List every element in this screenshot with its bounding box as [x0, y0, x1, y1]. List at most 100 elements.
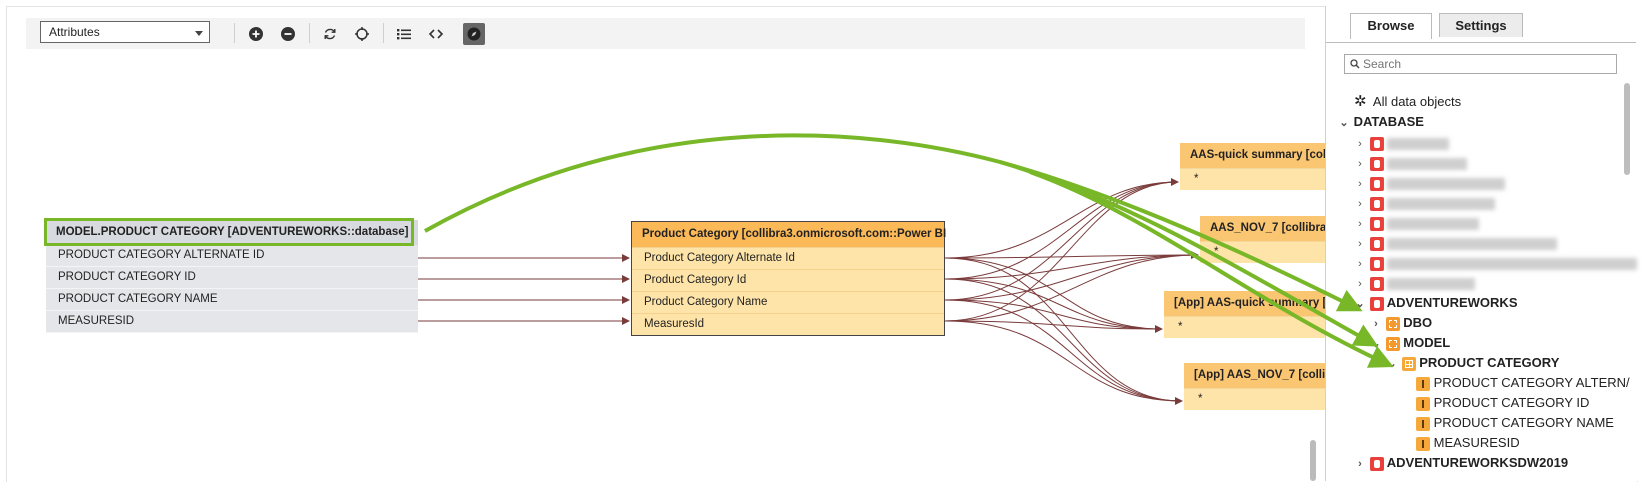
middle-node[interactable]: Product Category [collibra3.onmicrosoft.… [631, 221, 946, 336]
zoom-out-button[interactable] [277, 23, 299, 45]
target-node-row[interactable]: * [1164, 316, 1325, 338]
tree-item-db[interactable]: › [1354, 273, 1476, 293]
middle-node-row[interactable]: MeasuresId [632, 313, 944, 335]
tab-divider [1326, 42, 1636, 43]
target-node-title[interactable]: [App] AAS_NOV_7 [collibr [1184, 363, 1337, 388]
tree-item-product-category[interactable]: ⌄ PRODUCT CATEGORY [1386, 353, 1559, 373]
tree-item-db[interactable]: › [1354, 153, 1468, 173]
tree-item-db[interactable]: › [1354, 253, 1638, 273]
middle-node-row[interactable]: Product Category Name [632, 291, 944, 313]
target-node-title[interactable]: [App] AAS-quick summary [c [1164, 291, 1333, 316]
tree-item-adventureworks[interactable]: ⌄ ADVENTUREWORKS [1354, 293, 1518, 313]
source-node-row[interactable]: PRODUCT CATEGORY ID [46, 267, 418, 289]
tree-item-db[interactable]: › [1354, 193, 1496, 213]
chevron-down-icon [195, 31, 203, 36]
chevron-down-icon[interactable]: ⌄ [1355, 298, 1365, 310]
middle-node-row[interactable]: Product Category Id [632, 269, 944, 291]
lineage-canvas[interactable]: MODEL.PRODUCT CATEGORY [ADVENTUREWORKS::… [0, 0, 1337, 481]
source-node-row[interactable]: PRODUCT CATEGORY ALTERNATE ID [46, 245, 418, 267]
search-input[interactable] [1363, 57, 1608, 71]
tree-item-column[interactable]: PRODUCT CATEGORY ID [1416, 393, 1589, 413]
tree-item-all-objects[interactable]: ✲ All data objects [1354, 92, 1461, 112]
chevron-down-icon[interactable]: ⌄ [1371, 338, 1381, 350]
tree-item-label: DBO [1403, 315, 1433, 330]
tree-item-label: All data objects [1372, 94, 1462, 109]
zoom-in-icon [249, 27, 263, 41]
target-node[interactable]: AAS_NOV_7 [collibra3 * [1200, 216, 1333, 263]
edge [944, 320, 1183, 402]
tree-item-db[interactable]: › [1354, 233, 1558, 253]
target-node-row[interactable]: * [1200, 241, 1325, 263]
canvas-scrollbar[interactable] [1310, 440, 1316, 481]
chevron-right-icon[interactable]: › [1374, 318, 1378, 330]
chevron-down-icon[interactable]: ⌄ [1387, 358, 1397, 370]
middle-node-row[interactable]: Product Category Alternate Id [632, 247, 944, 269]
refresh-button[interactable] [319, 23, 341, 45]
chevron-right-icon[interactable]: › [1358, 458, 1362, 470]
chevron-right-icon[interactable]: › [1358, 158, 1362, 170]
zoom-out-icon [281, 27, 295, 41]
source-node[interactable]: MODEL.PRODUCT CATEGORY [ADVENTUREWORKS::… [46, 220, 418, 333]
chevron-right-icon[interactable]: › [1358, 218, 1362, 230]
zoom-in-button[interactable] [245, 23, 267, 45]
source-node-title[interactable]: MODEL.PRODUCT CATEGORY [ADVENTUREWORKS::… [46, 220, 418, 245]
tree-item-column[interactable]: PRODUCT CATEGORY ALTERN/ [1416, 373, 1630, 393]
target-node[interactable]: AAS-quick summary [coll * [1180, 143, 1329, 190]
tree-item-label: PRODUCT CATEGORY ID [1433, 395, 1590, 410]
tree-item-db[interactable]: › [1354, 213, 1480, 233]
chevron-down-icon[interactable]: ⌄ [1339, 117, 1349, 129]
redacted-label [1387, 137, 1450, 150]
tab-settings[interactable]: Settings [1439, 13, 1523, 37]
tree-item-database[interactable]: ⌄ DATABASE [1338, 112, 1424, 132]
panel-scrollbar[interactable] [1624, 83, 1630, 175]
tree-item-label: PRODUCT CATEGORY ALTERN/ [1433, 375, 1630, 390]
redacted-label [1387, 257, 1638, 270]
list-icon [397, 29, 411, 40]
tree-item-column[interactable]: PRODUCT CATEGORY NAME [1416, 413, 1614, 433]
tab-browse[interactable]: Browse [1350, 13, 1432, 39]
tree-item-label: ADVENTUREWORKSDW2019 [1386, 455, 1569, 470]
chevron-right-icon[interactable]: › [1358, 258, 1362, 270]
redacted-label [1387, 277, 1476, 290]
search-icon [1350, 59, 1360, 69]
chevron-right-icon[interactable]: › [1358, 138, 1362, 150]
compass-icon [467, 27, 481, 41]
view-select[interactable]: Attributes [40, 21, 210, 43]
target-node-title[interactable]: AAS_NOV_7 [collibra3 [1200, 216, 1333, 241]
target-node-row[interactable]: * [1180, 168, 1325, 190]
code-button[interactable] [425, 23, 447, 45]
database-icon [1369, 456, 1384, 471]
source-highlight [44, 218, 414, 246]
database-icon [1369, 276, 1384, 291]
edge [944, 181, 1179, 280]
target-node[interactable]: [App] AAS-quick summary [c * [1164, 291, 1333, 338]
locate-button[interactable] [351, 23, 373, 45]
tree-item-model[interactable]: ⌄ MODEL [1370, 333, 1450, 353]
tree-item-db[interactable]: › [1354, 173, 1506, 193]
edge [944, 299, 1183, 402]
edge [944, 257, 1183, 405]
chevron-right-icon[interactable]: › [1358, 278, 1362, 290]
tree-item-column[interactable]: MEASURESID [1416, 433, 1520, 453]
redacted-label [1387, 237, 1558, 250]
compass-button[interactable] [463, 23, 485, 45]
redacted-label [1387, 177, 1506, 190]
tree-item-dbo[interactable]: › DBO [1370, 313, 1432, 333]
tree-item-db[interactable]: › [1354, 133, 1450, 153]
chevron-right-icon[interactable]: › [1358, 178, 1362, 190]
middle-node-title[interactable]: Product Category [collibra3.onmicrosoft.… [632, 222, 946, 247]
target-node-title[interactable]: AAS-quick summary [coll [1180, 143, 1329, 168]
view-select-value: Attributes [49, 25, 100, 39]
target-node[interactable]: [App] AAS_NOV_7 [collibr * [1184, 363, 1337, 410]
source-node-row[interactable]: PRODUCT CATEGORY NAME [46, 289, 418, 311]
target-node-row[interactable]: * [1184, 388, 1325, 410]
list-button[interactable] [393, 23, 415, 45]
chevron-right-icon[interactable]: › [1358, 198, 1362, 210]
tree-item-adventureworksdw2019[interactable]: › ADVENTUREWORKSDW2019 [1354, 453, 1568, 473]
database-icon [1369, 256, 1384, 271]
chevron-right-icon[interactable]: › [1358, 238, 1362, 250]
code-icon [428, 29, 444, 39]
source-node-row[interactable]: MEASURESID [46, 311, 418, 333]
search-field[interactable] [1344, 54, 1617, 74]
database-icon [1369, 136, 1384, 151]
